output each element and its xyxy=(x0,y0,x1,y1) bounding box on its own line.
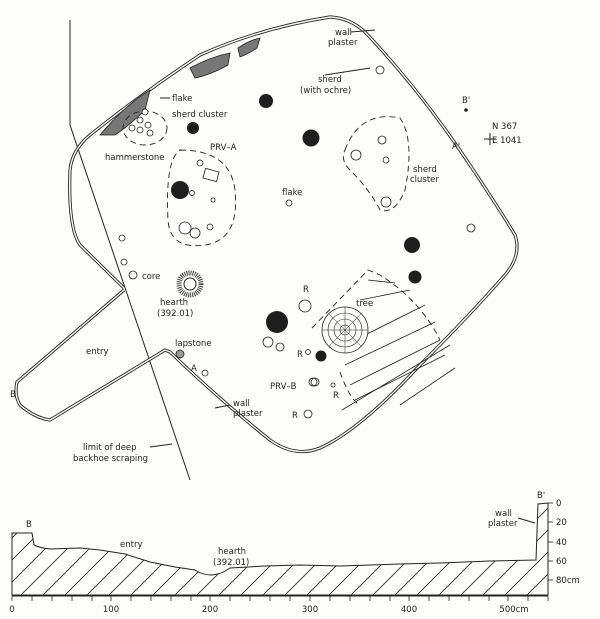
label-lapstone: lapstone xyxy=(175,339,212,349)
section-label-b-prime: B' xyxy=(537,491,545,501)
label-wall-plaster-bottom-2: plaster xyxy=(233,409,263,419)
label-limit: limit of deep xyxy=(83,443,137,453)
section-labels: B B' entry hearth (392.01) wall plaster … xyxy=(9,491,579,615)
cross-section xyxy=(11,502,553,601)
x-tick-label: 500cm xyxy=(499,605,528,615)
section-label-wall: wall xyxy=(495,509,512,519)
label-b: B xyxy=(10,390,16,400)
label-entry: entry xyxy=(86,347,108,357)
label-r: R xyxy=(333,391,339,401)
label-hearth: hearth xyxy=(160,298,188,308)
label-wall-plaster-top: wall xyxy=(335,28,352,38)
label-with-ochre: (with ochre) xyxy=(300,86,351,96)
section-label-hearth-elevation: (392.01) xyxy=(213,558,249,568)
b-prime-point xyxy=(464,108,468,112)
plan-labels: wall plaster sherd (with ochre) flake sh… xyxy=(10,28,522,464)
label-sherd-cluster: sherd cluster xyxy=(172,110,228,120)
rocks xyxy=(118,65,476,419)
house-wall xyxy=(14,15,519,454)
label-backhoe: backhoe scraping xyxy=(73,454,148,464)
y-tick-label: 40 xyxy=(556,538,567,548)
tree-disturbance xyxy=(311,269,456,411)
label-wall-plaster-bottom: wall xyxy=(233,399,250,409)
x-tick-label: 100 xyxy=(103,605,119,615)
y-tick-label: 20 xyxy=(556,518,567,528)
label-hearth-elevation: (392.01) xyxy=(157,309,193,319)
prv-b-symbol xyxy=(308,377,318,387)
x-tick-label: 0 xyxy=(9,605,14,615)
y-tick-label: 0 xyxy=(556,499,561,509)
label-tree: tree xyxy=(356,299,373,309)
label-a-prime: A' xyxy=(452,142,460,152)
hearth-symbol xyxy=(176,270,204,298)
label-r: R xyxy=(297,350,303,360)
label-flake: flake xyxy=(172,94,192,104)
x-tick-label: 200 xyxy=(202,605,218,615)
x-tick-label: 300 xyxy=(302,605,318,615)
postholes xyxy=(171,94,422,362)
plaster-patch xyxy=(189,52,231,79)
section-label-hearth: hearth xyxy=(218,547,246,557)
label-hammerstone: hammerstone xyxy=(105,153,164,163)
label-flake-2: flake xyxy=(282,188,302,198)
label-r: R xyxy=(303,285,309,295)
lapstone-symbol xyxy=(175,349,185,359)
x-tick-label: 400 xyxy=(401,605,417,615)
section-label-b: B xyxy=(26,520,32,530)
sherd-cluster-2-boundary xyxy=(342,116,410,212)
label-r: R xyxy=(292,411,298,421)
label-prv-a: PRV–A xyxy=(210,143,237,153)
label-sherd-2: sherd xyxy=(413,165,437,175)
label-wall-plaster-top-2: plaster xyxy=(328,38,358,48)
label-grid-north: N 367 xyxy=(492,122,517,132)
label-grid-east: E 1041 xyxy=(492,136,522,146)
label-core: core xyxy=(142,272,160,282)
label-cluster-2: cluster xyxy=(410,175,439,185)
section-label-entry: entry xyxy=(120,540,142,550)
section-label-plaster: plaster xyxy=(488,519,518,529)
backhoe-limit-line xyxy=(69,20,191,481)
plaster-patch xyxy=(237,37,261,58)
label-a: A xyxy=(191,364,197,374)
label-b-prime: B' xyxy=(462,96,470,106)
label-prv-b: PRV–B xyxy=(270,382,297,392)
plaster-patch xyxy=(99,89,151,136)
y-tick-label: 80cm xyxy=(556,576,580,586)
y-tick-label: 60 xyxy=(556,557,567,567)
label-sherd: sherd xyxy=(318,75,342,85)
